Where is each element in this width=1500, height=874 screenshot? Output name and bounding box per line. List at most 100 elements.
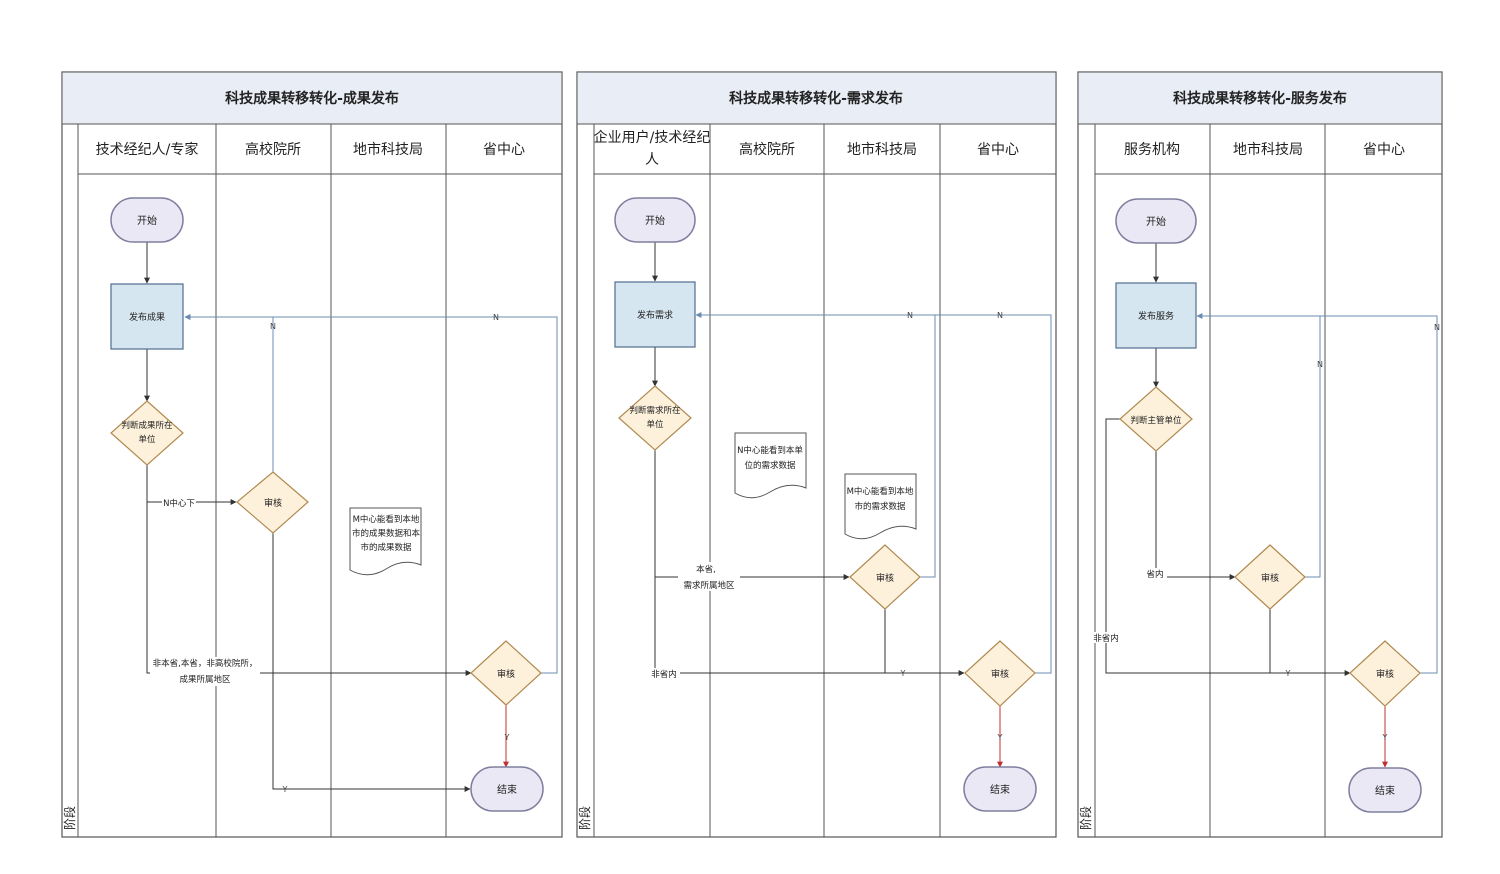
d2-end-node: 结束 [963, 766, 1037, 812]
d3-edge-judge-review-prov [1105, 418, 1351, 676]
d3-edge-prov-reject [1320, 315, 1438, 674]
d2-review-prov-label: 审核 [991, 668, 1009, 680]
d3-review-prov-label: 审核 [1376, 668, 1394, 680]
d3-publish-node: 发布服务 [1115, 282, 1197, 349]
d2-note2-line-1: M中心能看到本地 [847, 486, 914, 497]
d2-label-this-prov-2: 需求所属地区 [683, 580, 735, 591]
d3-edge-city-reject [1196, 313, 1321, 578]
d1-review-prov-label: 审核 [497, 668, 515, 680]
diagram1-title: 科技成果转移转化-成果发布 [225, 90, 399, 107]
diagram2-title: 科技成果转移转化-需求发布 [729, 90, 903, 107]
d1-label-y-bottom: Y [282, 785, 288, 794]
d2-judge-label-2: 单位 [646, 419, 664, 430]
diagram1-lane-broker: 技术经纪人/专家 [96, 141, 199, 158]
diagram1-stage-label: 阶段 [62, 806, 77, 830]
d1-note-line-2: 市的成果数据和本 [352, 528, 421, 539]
d2-start-node: 开始 [614, 197, 696, 243]
d1-edge-prov-reject [184, 314, 558, 674]
d1-start-label: 开始 [137, 214, 157, 227]
diagram1-lane-city-bureau: 地市科技局 [353, 141, 423, 158]
d1-publish-node: 发布成果 [110, 283, 184, 350]
d1-note-line-3: 市的成果数据 [360, 542, 412, 553]
diagram-service-publish: 科技成果转移转化-服务发布 服务机构 地市科技局 省中心 阶段 开始 发布服务 … [1077, 71, 1443, 838]
d1-edge-univ-approve [272, 533, 471, 792]
diagram1-lane-university: 高校院所 [245, 141, 301, 158]
d2-note1-document: N中心能看到本单 位的需求数据 [734, 432, 807, 499]
d2-review-prov-node: 审核 [964, 640, 1036, 707]
diagram3-title: 科技成果转移转化-服务发布 [1173, 90, 1347, 107]
d1-edge-judge-review-prov [146, 502, 472, 676]
d1-label-not-this-prov-2: 成果所属地区 [179, 674, 231, 685]
d3-judge-node: 判断主管单位 [1119, 386, 1193, 452]
diagram1-title-bar [61, 71, 563, 125]
diagram2-stage-label: 阶段 [577, 806, 592, 830]
diagram3-stage-label: 阶段 [1078, 806, 1093, 830]
diagram3-lane-service-org: 服务机构 [1124, 142, 1180, 158]
d2-publish-node: 发布需求 [614, 281, 696, 348]
d2-note2-line-2: 市的需求数据 [854, 501, 906, 512]
d1-label-not-this-prov-1: 非本省,本省，非高校院所， [153, 658, 258, 669]
d2-edge-city-reject [695, 312, 936, 578]
d2-label-y-mid: Y [900, 669, 906, 678]
d3-label-in-prov: 省内 [1146, 569, 1163, 580]
d1-publish-label: 发布成果 [129, 311, 165, 323]
diagram2-lane-university: 高校院所 [739, 141, 795, 158]
d3-edge-city-approve [1269, 609, 1350, 674]
d2-note1-line-1: N中心能看到本单 [737, 445, 803, 456]
d1-review-univ-label: 审核 [264, 497, 282, 509]
d2-edge-prov-reject [935, 314, 1052, 674]
d2-edge-city-approve [884, 609, 964, 674]
d1-note-line-1: M中心能看到本地 [353, 514, 420, 525]
diagram2-lane-city-bureau: 地市科技局 [847, 141, 917, 158]
d3-review-prov-node: 审核 [1349, 640, 1421, 707]
d3-label-y-end: Y [1382, 733, 1388, 742]
diagram3-lane-province-center: 省中心 [1363, 142, 1405, 158]
d1-label-n-center-down: N中心下 [163, 498, 195, 509]
d1-judge-label-2: 单位 [138, 434, 156, 445]
diagram-achievement-publish: 科技成果转移转化-成果发布 技术经纪人/专家 高校院所 地市科技局 省中心 阶段… [61, 71, 563, 838]
d2-note2-document: M中心能看到本地 市的需求数据 [844, 473, 917, 540]
d3-end-label: 结束 [1375, 784, 1395, 797]
d1-note-document: M中心能看到本地 市的成果数据和本 市的成果数据 [349, 507, 422, 576]
diagram1-lane-province-center: 省中心 [483, 142, 525, 158]
d2-review-city-label: 审核 [876, 572, 894, 584]
d2-note1-line-2: 位的需求数据 [744, 460, 796, 471]
d1-judge-label-1: 判断成果所在 [121, 420, 172, 431]
d3-label-not-in-prov: 非省内 [1093, 633, 1119, 644]
d1-label-n-right: N [493, 313, 499, 322]
d3-label-n2: N [1434, 323, 1440, 332]
d1-end-node: 结束 [470, 766, 544, 812]
d3-review-city-node: 审核 [1234, 544, 1306, 610]
diagram3-lane-city-bureau: 地市科技局 [1233, 141, 1303, 158]
d1-judge-node: 判断成果所在 单位 [110, 400, 184, 466]
d3-start-node: 开始 [1115, 198, 1197, 244]
d1-start-node: 开始 [110, 197, 184, 243]
d2-label-not-prov: 非省内 [651, 669, 677, 680]
d2-start-label: 开始 [645, 214, 665, 227]
d2-label-n2: N [997, 311, 1003, 320]
d1-end-label: 结束 [497, 783, 517, 796]
d3-end-node: 结束 [1348, 767, 1422, 813]
d3-publish-label: 发布服务 [1138, 310, 1174, 322]
diagram2-frame [576, 71, 1057, 838]
d1-review-univ-node: 审核 [236, 471, 309, 534]
diagram3-frame [1077, 71, 1443, 838]
d2-review-city-node: 审核 [849, 544, 921, 610]
diagram2-lane-enterprise-2: 人 [645, 152, 659, 168]
d3-review-city-label: 审核 [1261, 572, 1279, 584]
d2-publish-label: 发布需求 [637, 309, 673, 321]
diagram-demand-publish: 科技成果转移转化-需求发布 企业用户/技术经纪 人 高校院所 地市科技局 省中心… [576, 71, 1057, 838]
diagram2-lane-enterprise-1: 企业用户/技术经纪 [594, 129, 711, 146]
d1-label-y-end: Y [504, 733, 510, 742]
d1-label-n-top: N [270, 322, 276, 331]
d2-judge-label-1: 判断需求所在 [629, 405, 680, 416]
d1-review-prov-node: 审核 [470, 640, 542, 706]
d2-label-y-end: Y [997, 733, 1003, 742]
diagram3-title-bar [1077, 71, 1443, 125]
d3-label-n1: N [1317, 360, 1323, 369]
d2-end-label: 结束 [990, 783, 1010, 796]
d2-judge-node: 判断需求所在 单位 [618, 385, 692, 451]
d3-start-label: 开始 [1146, 215, 1166, 228]
